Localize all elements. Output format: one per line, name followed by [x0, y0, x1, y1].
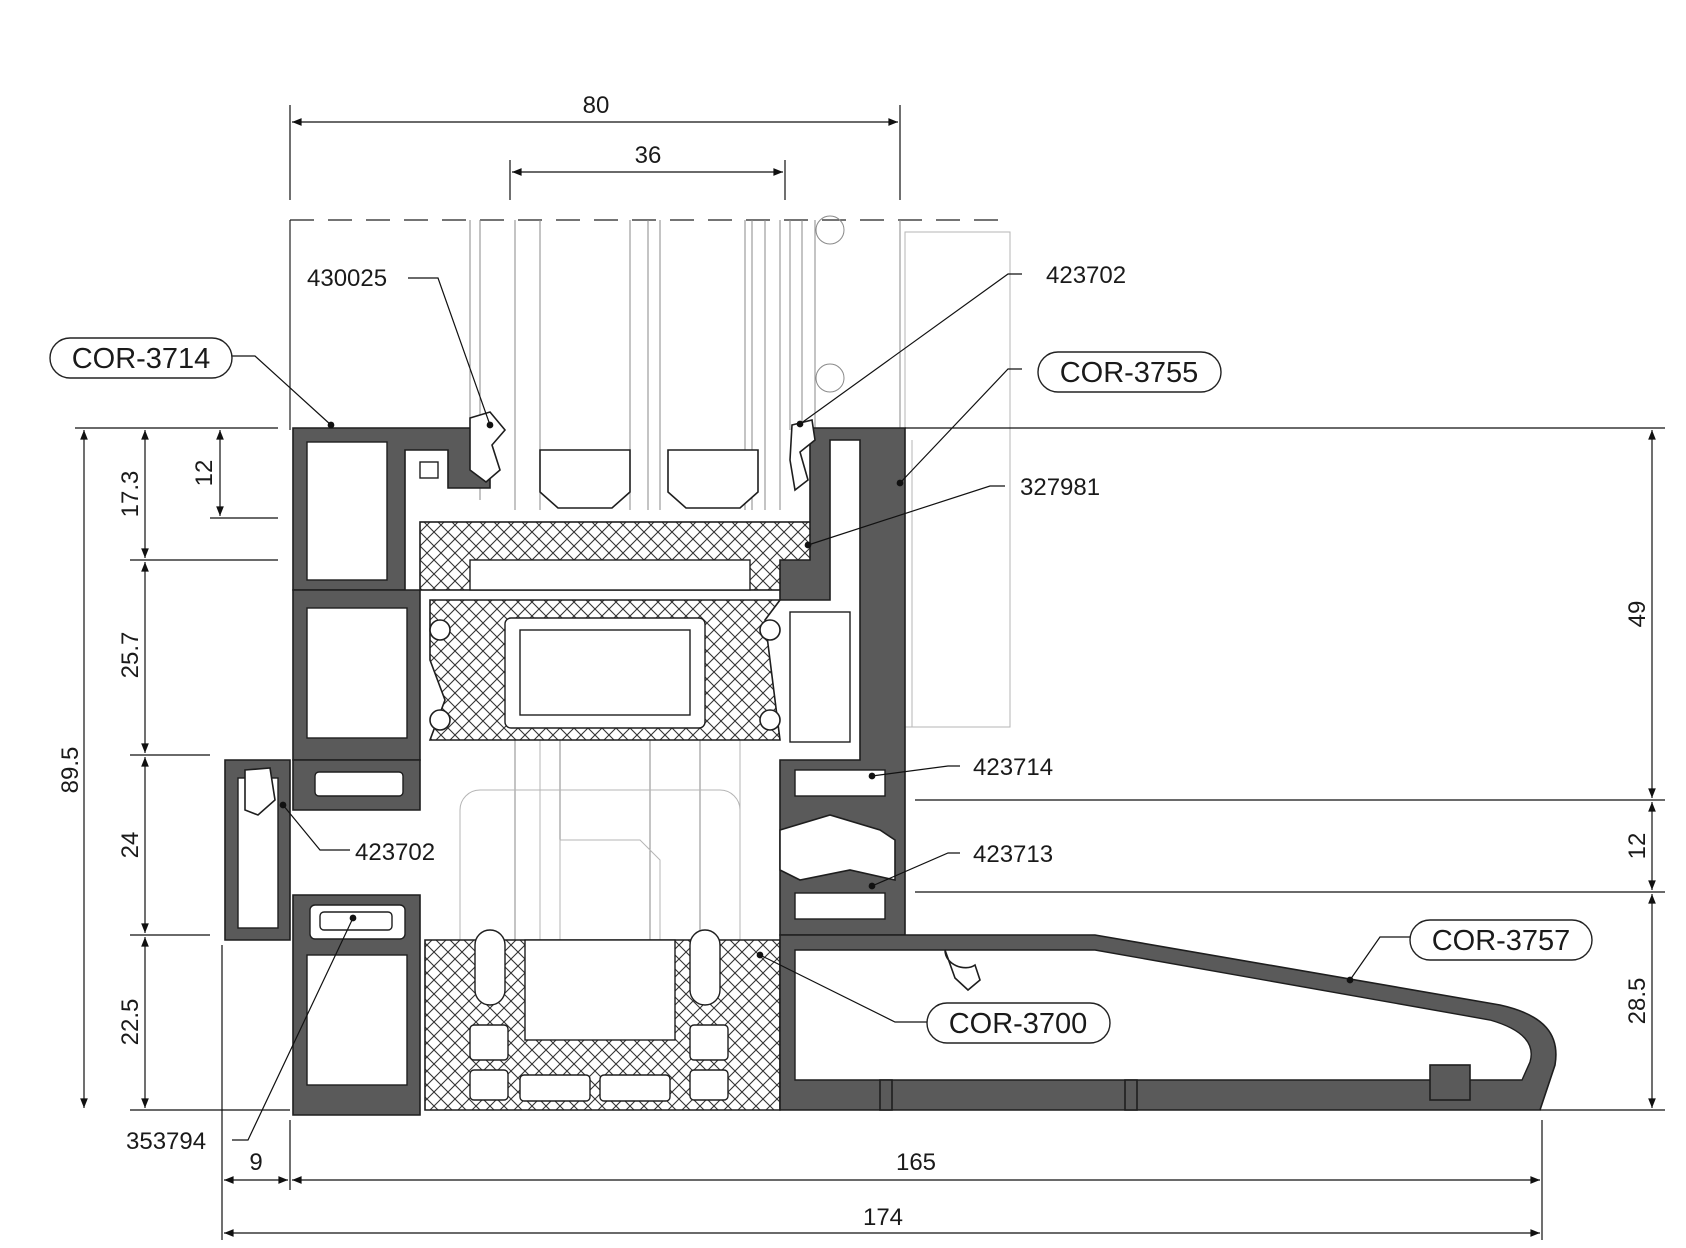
dim-left-22-5: 22.5	[117, 999, 144, 1046]
callout-423714: 423714	[973, 754, 1053, 781]
thermal-break-lower	[424, 929, 781, 1111]
svg-text:COR-3714: COR-3714	[72, 343, 211, 375]
profile-label-cor-3700: COR-3700	[926, 1002, 1111, 1044]
dimension-lines	[75, 105, 1665, 1240]
profile-label-cor-3755: COR-3755	[1037, 351, 1222, 393]
callout-423702-top: 423702	[1046, 262, 1126, 289]
svg-text:COR-3757: COR-3757	[1432, 925, 1571, 957]
dim-left-12: 12	[191, 460, 218, 487]
callout-353794: 353794	[126, 1128, 206, 1155]
callout-423713: 423713	[973, 841, 1053, 868]
dim-left-25-7: 25.7	[117, 632, 144, 679]
dim-right-12: 12	[1624, 833, 1651, 860]
dim-top-overall: 80	[583, 92, 610, 119]
frame-right-column	[779, 419, 906, 936]
dim-left-17-3: 17.3	[117, 471, 144, 518]
dim-bottom-9: 9	[249, 1149, 262, 1176]
dim-top-glass: 36	[635, 142, 662, 169]
dim-right-49: 49	[1624, 601, 1651, 628]
profile-label-cor-3757: COR-3757	[1409, 919, 1593, 961]
callout-430025: 430025	[307, 265, 387, 292]
dim-bottom-165: 165	[896, 1149, 936, 1176]
leader-lines	[230, 273, 1410, 1141]
center-gasket	[779, 814, 896, 881]
glazing-gasket-left	[469, 411, 507, 484]
dim-right-28-5: 28.5	[1624, 978, 1651, 1025]
dim-bottom-174: 174	[863, 1204, 903, 1231]
frame-left-lip	[224, 759, 291, 941]
thermal-break-upper	[428, 599, 782, 741]
glass-spacers	[539, 449, 759, 509]
dim-left-total: 89.5	[57, 747, 84, 794]
callout-423702-mid: 423702	[355, 839, 435, 866]
profile-label-cor-3714: COR-3714	[49, 337, 233, 379]
svg-text:COR-3755: COR-3755	[1060, 357, 1199, 389]
sill-profile	[779, 934, 1557, 1111]
dim-left-24: 24	[117, 832, 144, 859]
callout-327981: 327981	[1020, 474, 1100, 501]
svg-text:COR-3700: COR-3700	[949, 1008, 1088, 1040]
sash-profile	[292, 427, 491, 811]
